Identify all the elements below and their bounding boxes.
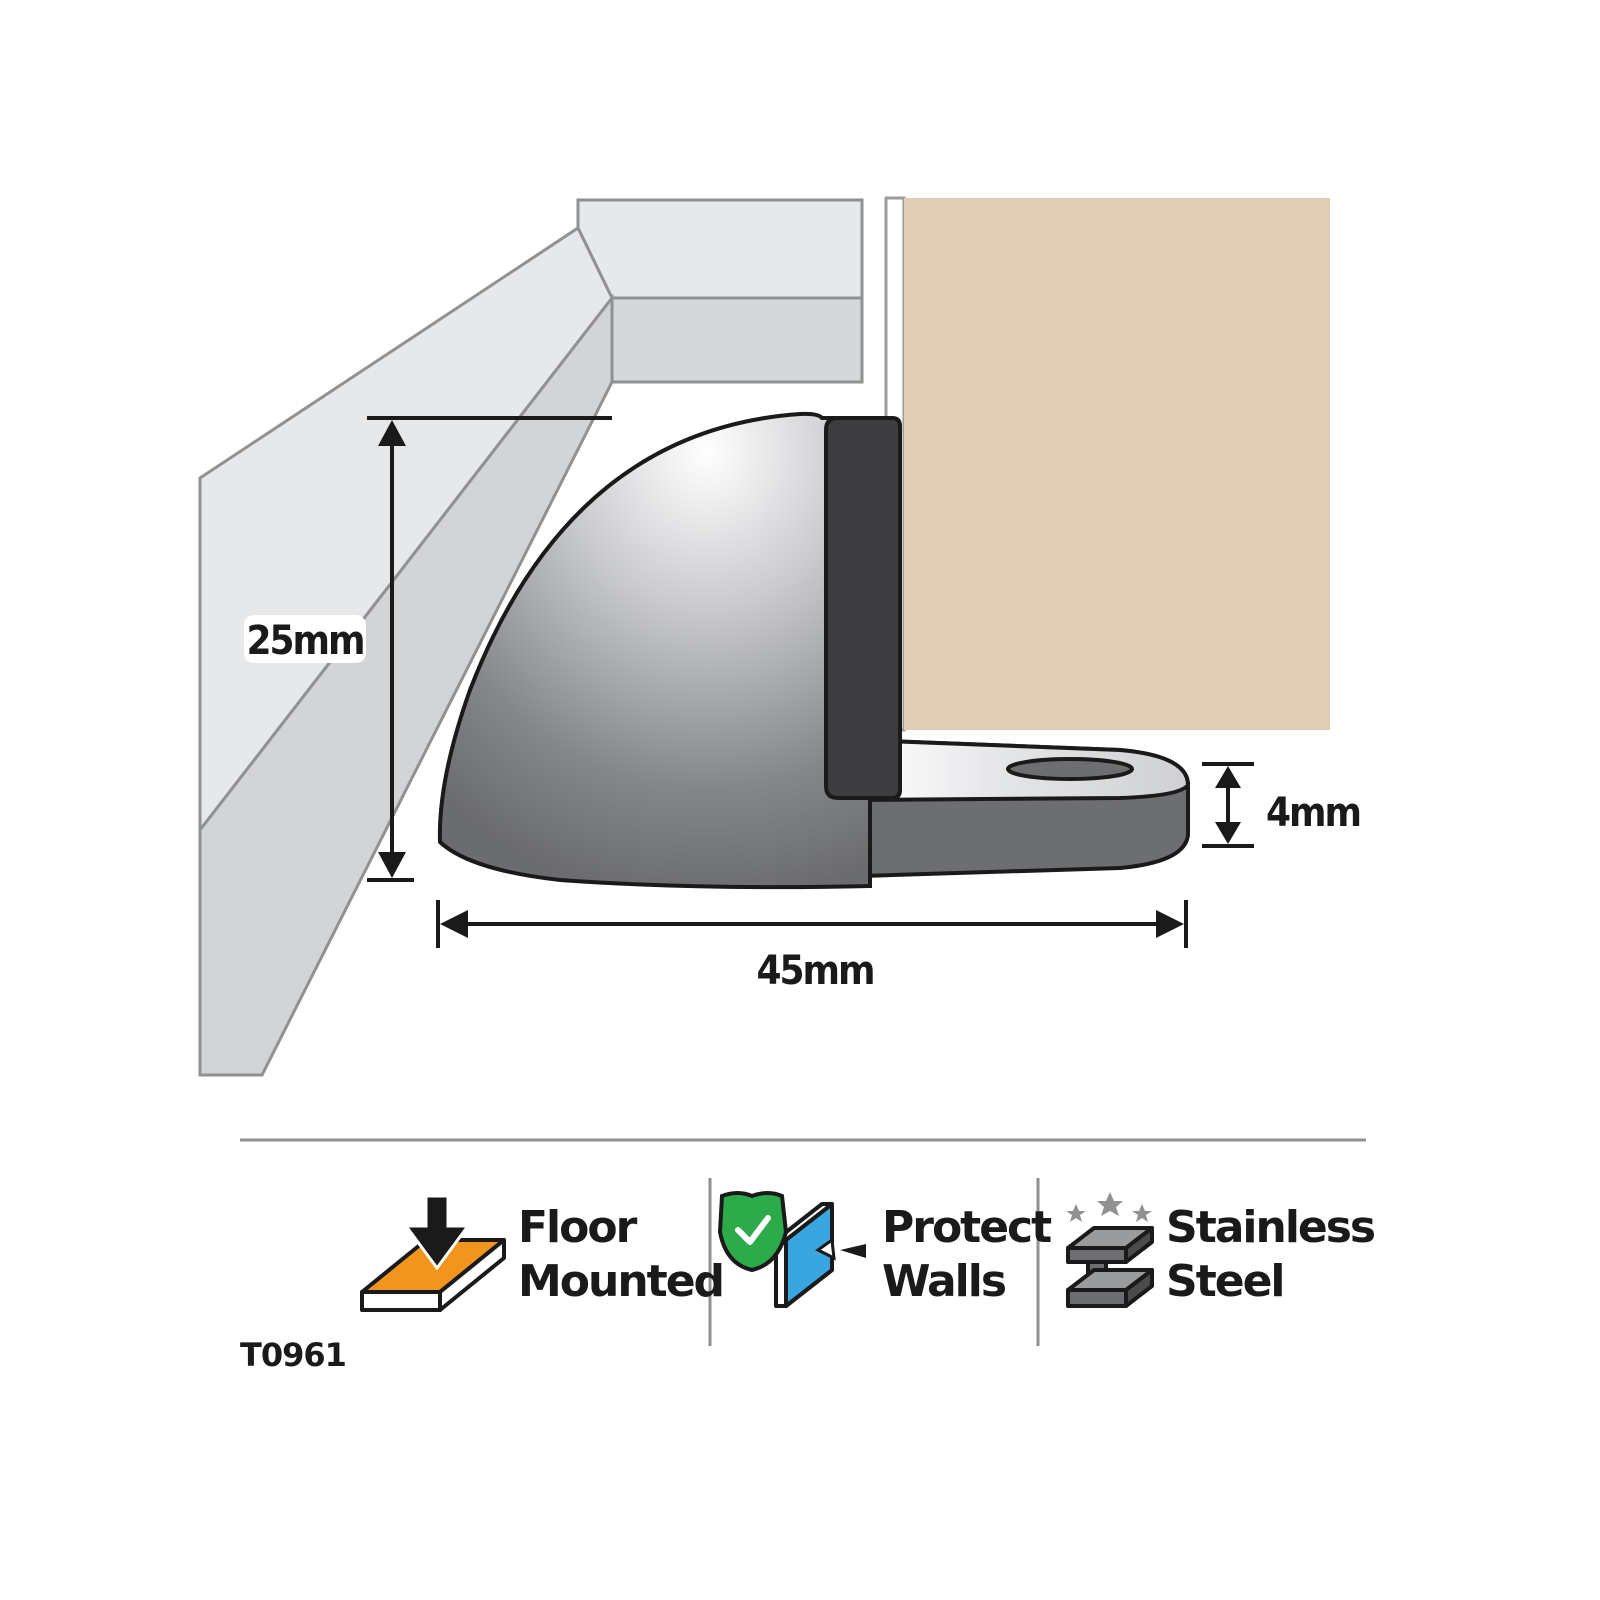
- height-label-bg: [244, 615, 366, 663]
- feature-protect-walls: Protect Walls: [717, 1191, 1054, 1308]
- base-arrow-top: [1215, 766, 1241, 788]
- feature-stainless-steel: Stainless Steel: [1066, 1192, 1377, 1308]
- door: [884, 196, 1330, 732]
- star-2: [1097, 1192, 1123, 1216]
- feature-protect-walls-line1: Protect: [882, 1202, 1052, 1253]
- star-3: [1132, 1204, 1152, 1222]
- wall-lower-face: [198, 293, 614, 1077]
- floor-mounted-icon: [360, 1194, 506, 1312]
- base-arrow-bottom: [1215, 822, 1241, 844]
- width-dimension: 45mm: [436, 900, 1188, 994]
- feature-floor-mounted: Floor Mounted: [360, 1194, 725, 1312]
- height-arrow-bottom: [378, 852, 406, 878]
- product-code: T0961: [240, 1336, 346, 1374]
- door-stop: [437, 411, 1191, 890]
- star-1: [1066, 1204, 1086, 1222]
- feature-floor-mounted-line1: Floor: [518, 1202, 638, 1253]
- height-dimension: 25mm: [244, 416, 612, 882]
- feature-floor-mounted-line2: Mounted: [518, 1256, 723, 1307]
- feature-stainless-steel-line1: Stainless: [1166, 1202, 1375, 1253]
- rubber-bumper: [824, 416, 902, 800]
- dome: [437, 411, 872, 890]
- screw-hole: [1006, 757, 1134, 781]
- base-dimension: 4mm: [1202, 762, 1362, 848]
- width-label: 45mm: [756, 948, 873, 994]
- door-panel: [904, 198, 1330, 730]
- feature-protect-walls-line2: Walls: [882, 1256, 1006, 1307]
- wall-background: [198, 198, 864, 1077]
- skirting-top-face: [576, 198, 864, 300]
- height-label: 25mm: [246, 618, 363, 664]
- width-arrow-left: [440, 910, 468, 938]
- stainless-steel-icon: [1066, 1192, 1154, 1308]
- width-arrow-right: [1156, 910, 1184, 938]
- base-label: 4mm: [1266, 790, 1360, 836]
- protect-walls-icon: [717, 1191, 866, 1308]
- feature-stainless-steel-line2: Steel: [1166, 1256, 1284, 1307]
- skirting-front-face: [610, 296, 864, 384]
- height-arrow-top: [378, 420, 406, 446]
